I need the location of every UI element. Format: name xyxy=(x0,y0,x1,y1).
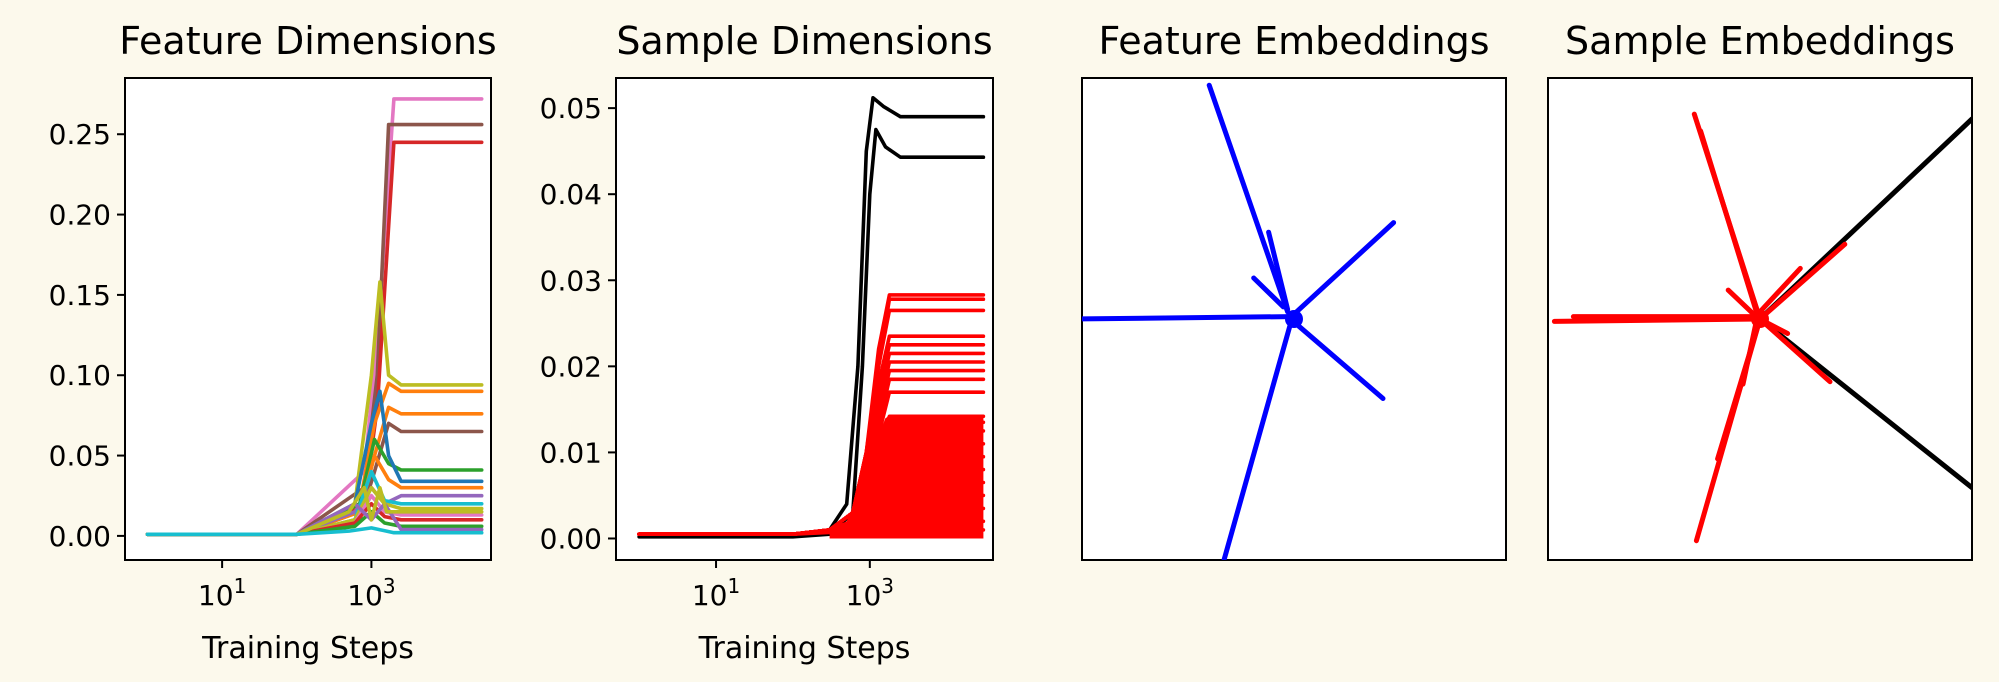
x-tick-label: 101 xyxy=(198,574,246,612)
series-line-12 xyxy=(1761,318,1791,336)
series-line-7 xyxy=(1266,229,1291,312)
x-tick-label: 101 xyxy=(692,574,740,612)
y-tick-label: 0.15 xyxy=(49,279,111,312)
series-line-3 xyxy=(1291,220,1397,317)
series-line-18 xyxy=(145,485,484,537)
y-tick-label: 0.01 xyxy=(540,436,602,469)
series-line-6 xyxy=(1698,128,1761,320)
series-line-2 xyxy=(637,127,986,539)
y-tick-label: 0.05 xyxy=(540,92,602,125)
chart-title: Feature Dimensions xyxy=(119,19,496,63)
series-group xyxy=(145,97,484,537)
series-group xyxy=(1551,111,1972,544)
series-group xyxy=(637,96,986,539)
series-line-7 xyxy=(1551,316,1763,324)
series-line-5 xyxy=(1221,323,1293,560)
series-line-2 xyxy=(1082,314,1293,322)
x-axis-label: Training Steps xyxy=(698,631,911,666)
series-line-3 xyxy=(1757,241,1848,322)
chart-title: Feature Embeddings xyxy=(1098,19,1489,63)
chart-3: Feature Embeddings xyxy=(1081,19,1507,561)
series-band xyxy=(829,416,984,539)
series-line-2 xyxy=(1757,316,1972,491)
series-line-19 xyxy=(145,526,484,537)
center-cluster xyxy=(1285,310,1303,328)
series-line-14 xyxy=(1757,265,1803,315)
y-tick-label: 0.04 xyxy=(540,178,602,211)
series-line-4 xyxy=(1757,316,1833,385)
y-tick-label: 0.00 xyxy=(540,522,602,555)
chart-2: Sample Dimensions 0.00 0.01 0.02 0.03 0.04 0.0… xyxy=(540,19,994,666)
series-line-13 xyxy=(1725,287,1757,317)
y-tick-label: 0.10 xyxy=(49,359,111,392)
x-tick-label: 103 xyxy=(347,574,395,612)
chart-title: Sample Dimensions xyxy=(616,19,992,63)
y-tick-label: 0.02 xyxy=(540,350,602,383)
chart-title: Sample Embeddings xyxy=(1565,19,1955,63)
y-tick-label: 0.00 xyxy=(49,520,111,553)
series-line-11 xyxy=(1740,321,1759,387)
series-line-6 xyxy=(1251,275,1286,310)
series-line-4 xyxy=(1293,321,1386,401)
chart-1: Feature Dimensions 0.00 0.05 0.10 0.15 0.20 0.… xyxy=(49,19,497,666)
center-cluster xyxy=(1751,310,1769,328)
chart-4: Sample Embeddings xyxy=(1547,19,1973,561)
y-tick-label: 0.03 xyxy=(540,264,602,297)
series-group xyxy=(1082,82,1397,560)
x-tick-label: 103 xyxy=(846,574,894,612)
y-tick-label: 0.25 xyxy=(49,118,111,151)
series-line-1 xyxy=(1206,82,1291,315)
x-axis-label: Training Steps xyxy=(201,631,414,666)
y-tick-label: 0.05 xyxy=(49,440,111,473)
y-tick-label: 0.20 xyxy=(49,199,111,232)
